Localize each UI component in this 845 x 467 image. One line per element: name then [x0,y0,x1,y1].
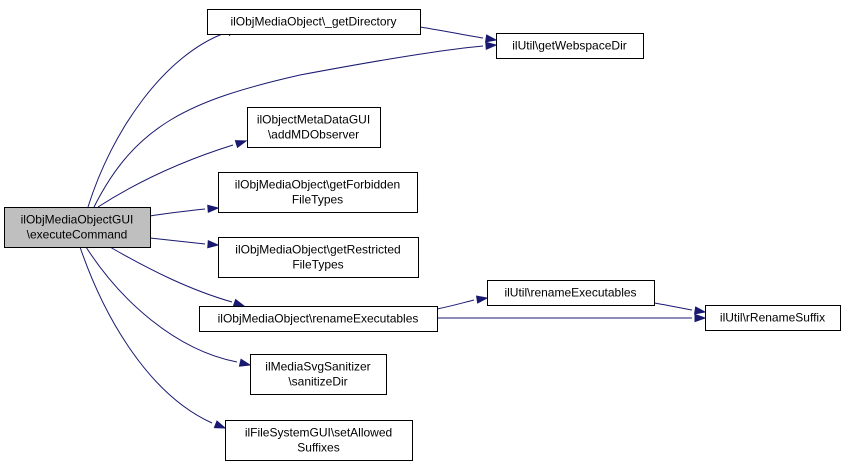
edge-root-to-add-md-observer [97,140,248,208]
node-svg-sanitizer[interactable]: ilMediaSvgSanitizer\sanitizeDir [250,354,387,395]
edge-root-to-webspace-dir [93,41,498,208]
node-label-line: FileTypes [292,258,343,272]
node-box[interactable] [218,172,418,213]
node-label-line: ilObjMediaObjectGUI [21,213,134,227]
edge-line [653,302,693,311]
edge-line [87,32,226,208]
edge-root-to-allowed-suffixes [79,246,227,429]
node-label-line: ilFileSystemGUI\setAllowed [245,426,392,440]
node-label-line: \addMDObserver [268,128,359,142]
edge-root-to-svg-sanitizer [85,246,252,367]
node-label-line: Suffixes [297,441,339,455]
node-label-line: ilObjMediaObject\getForbidden [235,178,400,192]
node-box[interactable] [199,306,438,332]
node-r-rename-suffix[interactable]: ilUtil\rRenameSuffix [705,305,841,331]
node-label-line: ilMediaSvgSanitizer [265,360,370,374]
arrowhead-icon [484,34,498,43]
node-label-line: ilUtil\rRenameSuffix [720,311,825,325]
arrowhead-icon [232,298,246,307]
node-webspace-dir[interactable]: ilUtil\getWebspaceDir [496,33,644,59]
edge-line [79,246,213,424]
edge-line [149,237,206,245]
node-box[interactable] [225,420,413,461]
node-label-line: ilUtil\renameExecutables [504,286,636,300]
edge-get-directory-to-webspace-dir [419,26,498,43]
nodes-layer: ilObjMediaObjectGUI\executeCommandilObjM… [4,9,841,461]
edge-line [149,208,206,217]
node-box[interactable] [496,33,644,59]
arrowhead-icon [485,41,498,50]
edge-root-to-get-directory [87,28,240,208]
edge-line [85,246,238,363]
edge-line [436,299,475,310]
node-label-line: ilObjMediaObject\renameExecutables [218,312,419,326]
node-add-md-observer[interactable]: ilObjectMetaDataGUI\addMDObserver [247,107,381,148]
edges-layer [79,26,707,429]
edge-root-to-restricted-types [149,237,220,249]
edge-rename-exec-mo-to-r-rename-suffix [437,313,707,323]
edge-line [419,26,484,39]
node-get-directory[interactable]: ilObjMediaObject\_getDirectory [207,9,421,35]
node-box[interactable] [4,207,151,248]
arrowhead-icon [693,306,707,315]
arrowhead-icon [238,358,252,367]
arrowhead-icon [694,313,707,323]
edge-root-to-forbidden-types [149,204,220,217]
node-box[interactable] [250,354,387,395]
edge-rename-exec-mo-to-rename-exec-util [436,295,489,310]
edge-line [93,45,484,208]
arrowhead-icon [207,204,220,213]
node-box[interactable] [218,237,419,278]
node-label-line: \executeCommand [27,228,128,242]
node-label-line: ilObjectMetaDataGUI [257,113,370,127]
node-label-line: ilUtil\getWebspaceDir [512,39,627,53]
node-box[interactable] [247,107,381,148]
arrowhead-icon [234,140,248,149]
node-label-line: ilObjMediaObject\getRestricted [235,243,400,257]
node-box[interactable] [705,305,841,331]
edge-rename-exec-util-to-r-rename-suffix [653,302,707,315]
edge-root-to-rename-exec-mo [109,246,246,307]
arrowhead-icon [475,295,489,304]
node-box[interactable] [487,280,655,306]
edge-line [109,246,233,303]
edge-line [97,144,234,208]
node-box[interactable] [207,9,421,35]
arrowhead-icon [207,240,220,249]
node-label-line: FileTypes [292,193,343,207]
node-label-line: \sanitizeDir [288,375,347,389]
arrowhead-icon [213,420,227,429]
node-rename-exec-mo[interactable]: ilObjMediaObject\renameExecutables [199,306,438,332]
node-rename-exec-util[interactable]: ilUtil\renameExecutables [487,280,655,306]
node-root[interactable]: ilObjMediaObjectGUI\executeCommand [4,207,151,248]
node-label-line: ilObjMediaObject\_getDirectory [230,15,396,29]
